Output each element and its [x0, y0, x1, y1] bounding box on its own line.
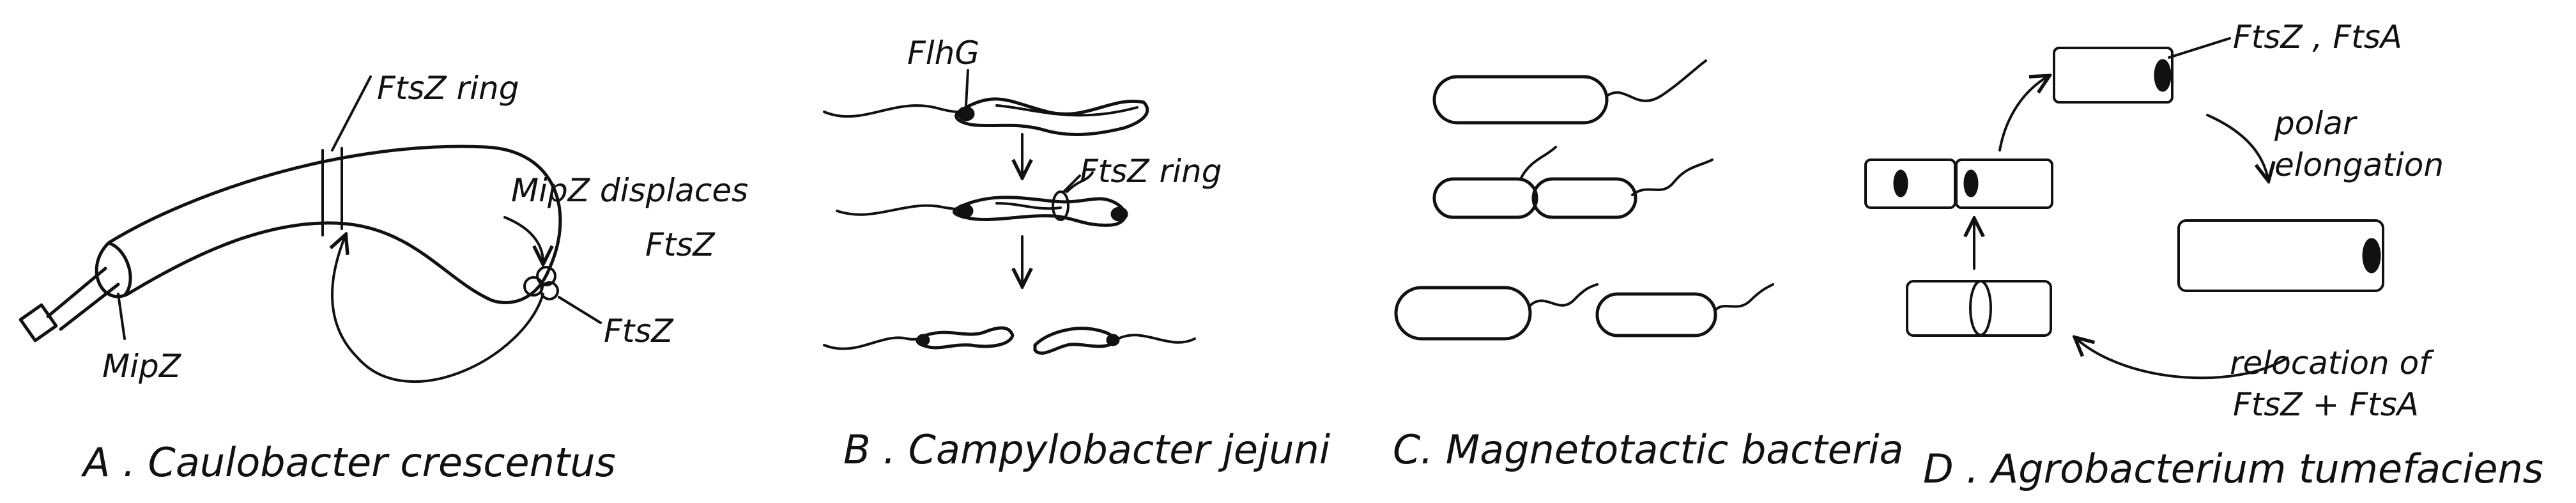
- crescent-cell: [95, 144, 562, 304]
- label-relocation: relocation of: [2230, 344, 2434, 382]
- cycle-arrow-top: [1998, 77, 2048, 151]
- agro-ftsz-ring: [1969, 280, 1992, 336]
- label-ftsz-displaced: FtsZ: [645, 226, 716, 263]
- mipz-displace-arrow: [332, 236, 544, 383]
- agro-cell-ring: [1906, 280, 2052, 337]
- agro-pole-elongated: [2362, 238, 2381, 274]
- label-ftsz-ring-a: FtsZ ring: [377, 70, 519, 107]
- mtb-flagellum-2b: [1631, 159, 1713, 196]
- mtb-flagellum-2a: [1519, 146, 1557, 180]
- agro-cell-top: [2053, 47, 2174, 104]
- label-ftsz-ring-b: FtsZ ring: [1080, 153, 1222, 190]
- label-flhg: FlhG: [907, 35, 979, 72]
- caption-b: B . Campylobacter jejuni: [843, 426, 1330, 473]
- proteins-leader: [2168, 37, 2231, 59]
- label-mipz-a: MipZ: [102, 348, 182, 385]
- agro-pole-daughter-left: [1893, 169, 1908, 197]
- flagellum-left-2: [836, 204, 969, 216]
- label-mipz-displaces: MipZ displaces: [511, 172, 748, 209]
- agro-daughter-left: [1864, 159, 1956, 209]
- polar-elongation-arrow: [2206, 114, 2268, 179]
- caption-c: C. Magnetotactic bacteria: [1393, 426, 1904, 473]
- flhg-pole-2b: [1110, 206, 1128, 222]
- flagellum-left-3: [823, 336, 928, 350]
- spiral-cell-2: [953, 196, 1127, 227]
- flhg-pole-1: [957, 106, 975, 121]
- label-polar: polar: [2274, 105, 2358, 142]
- panel-d: FtsZ , FtsA polar elongation relocation …: [1864, 19, 2543, 492]
- pole-pointer-arrow: [503, 216, 543, 262]
- flhg-pole-3b: [1106, 334, 1120, 346]
- spiral-cell-1-inner: [995, 104, 1138, 117]
- mtb-flagellum-3a: [1529, 283, 1598, 307]
- mtb-dividing-cell-left: [1432, 177, 1538, 219]
- flhg-pole-2a: [956, 203, 974, 219]
- mtb-cell-1: [1432, 75, 1609, 125]
- ftsz-ring: [321, 147, 343, 236]
- ftsz-ring-b: [1052, 190, 1070, 221]
- label-ftsz-plus-ftsa: FtsZ + FtsA: [2233, 386, 2419, 423]
- spiral-cell-2-inner: [995, 202, 1062, 210]
- relocation-arrow: [2076, 339, 2288, 380]
- label-elongation: elongation: [2274, 146, 2444, 183]
- mtb-dividing-cell-right: [1531, 177, 1637, 219]
- caption-d: D . Agrobacterium tumefaciens: [1923, 445, 2543, 492]
- agro-pole-daughter-right: [1963, 169, 1979, 197]
- mtb-flagellum-3b: [1714, 283, 1774, 311]
- panel-a: FtsZ ring MipZ displaces FtsZ FtsZ MipZ …: [19, 70, 748, 486]
- mipz-leader: [117, 293, 126, 340]
- spiral-cell-1: [954, 97, 1149, 136]
- flagellum-right-3: [1117, 334, 1196, 344]
- mtb-daughter-2: [1595, 292, 1717, 337]
- panel-c: C. Magnetotactic bacteria: [1393, 59, 1904, 473]
- stalk: [46, 267, 120, 331]
- flagellum-right-2: [1066, 171, 1094, 193]
- mtb-daughter-1: [1394, 286, 1532, 341]
- ring-leader: [331, 75, 372, 151]
- old-pole-cap: [107, 241, 132, 297]
- ring-leader-b: [1062, 174, 1081, 193]
- flagellum-left-1: [823, 104, 972, 118]
- agro-cell-elongated: [2177, 219, 2384, 292]
- label-ftsz-ftsa: FtsZ , FtsA: [2233, 19, 2402, 56]
- daughter-cell-1: [916, 326, 1015, 350]
- holdfast: [19, 303, 58, 343]
- label-ftsz-a: FtsZ: [604, 313, 674, 350]
- mtb-flagellum-1: [1606, 59, 1707, 102]
- ftsz-leader: [558, 296, 602, 324]
- agro-daughter-right: [1955, 159, 2053, 209]
- flhg-pole-3a: [916, 334, 930, 346]
- daughter-cell-2: [1033, 327, 1116, 355]
- caption-a: A . Caulobacter crescentus: [80, 439, 616, 486]
- agro-pole-top: [2154, 59, 2172, 92]
- mipz-cluster: [523, 266, 559, 300]
- panel-b: FlhG FtsZ ring B . Campylobacter jejuni: [823, 35, 1330, 473]
- flhg-leader: [965, 69, 969, 107]
